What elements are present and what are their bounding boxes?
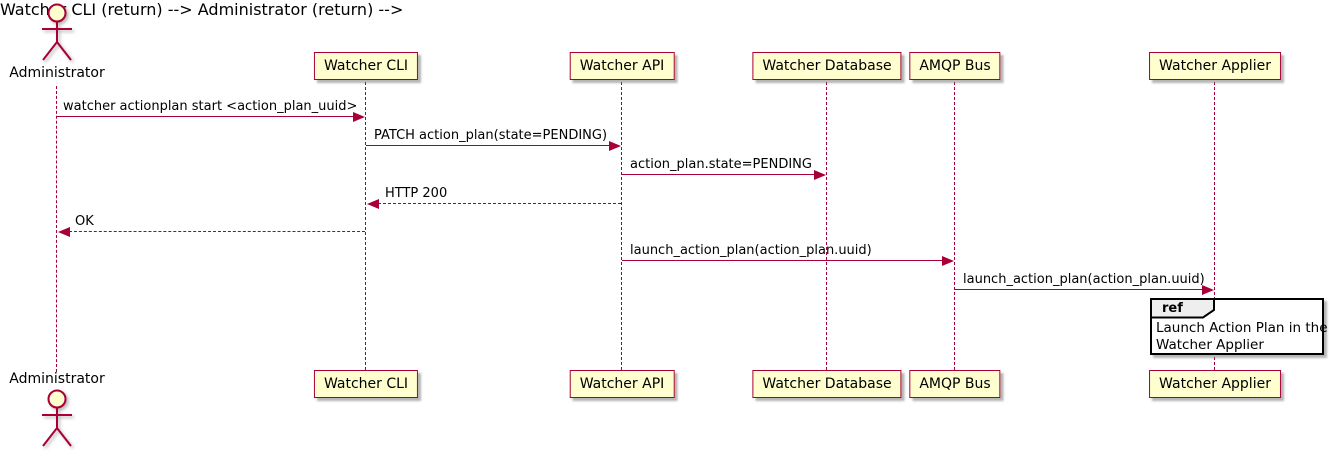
- ref-fragment: ref Launch Action Plan in the Watcher Ap…: [1150, 298, 1328, 355]
- message-label-7: launch_action_plan(action_plan.uuid): [963, 272, 1205, 287]
- arrowhead-5: [58, 227, 70, 237]
- actor-label-bottom: Administrator: [9, 371, 105, 387]
- lifeline-administrator: [56, 86, 57, 372]
- participant-amqp-bus-top: AMQP Bus: [909, 52, 1001, 80]
- message-label-5: OK: [75, 214, 94, 229]
- message-label-4: HTTP 200: [385, 186, 448, 201]
- arrowhead-3: [814, 170, 826, 180]
- arrowhead-4: [367, 199, 379, 209]
- message-line-1: [57, 116, 355, 117]
- message-label-6: launch_action_plan(action_plan.uuid): [630, 243, 872, 258]
- participant-watcher-api-bottom: Watcher API: [569, 370, 675, 398]
- participant-watcher-database-bottom: Watcher Database: [752, 370, 902, 398]
- lifeline-watcher-applier: [1214, 82, 1215, 370]
- participant-watcher-database-top: Watcher Database: [752, 52, 902, 80]
- participant-watcher-applier-bottom: Watcher Applier: [1149, 370, 1281, 398]
- actor-label-top: Administrator: [9, 65, 105, 81]
- ref-text: Launch Action Plan in the Watcher Applie…: [1156, 320, 1328, 354]
- message-line-5: [69, 231, 365, 232]
- ref-text-line-1: Launch Action Plan in the: [1156, 320, 1328, 336]
- message-label-2: PATCH action_plan(state=PENDING): [374, 128, 608, 143]
- participant-watcher-cli-top: Watcher CLI: [313, 52, 419, 80]
- participant-watcher-api-top: Watcher API: [569, 52, 675, 80]
- ref-text-line-2: Watcher Applier: [1156, 337, 1264, 353]
- arrowhead-2: [609, 141, 621, 151]
- lifeline-watcher-cli: [365, 82, 366, 370]
- message-label-3: action_plan.state=PENDING: [630, 157, 812, 172]
- lifeline-watcher-api: [621, 82, 622, 370]
- actor-icon-bottom: [42, 389, 72, 447]
- actor-icon: [42, 3, 72, 61]
- message-line-3: [622, 174, 816, 175]
- participant-watcher-cli-bottom: Watcher CLI: [313, 370, 419, 398]
- participant-amqp-bus-bottom: AMQP Bus: [909, 370, 1001, 398]
- message-line-4: [378, 203, 621, 204]
- message-label-1: watcher actionplan start <action_plan_uu…: [63, 99, 358, 114]
- message-line-6: [622, 260, 944, 261]
- arrowhead-7: [1202, 285, 1214, 295]
- ref-keyword: ref: [1162, 301, 1183, 316]
- message-line-7: [955, 289, 1204, 290]
- participant-watcher-applier-top: Watcher Applier: [1149, 52, 1281, 80]
- ref-tab: [1150, 298, 1215, 319]
- arrowhead-6: [942, 256, 954, 266]
- arrowhead-1: [353, 112, 365, 122]
- lifeline-amqp-bus: [954, 82, 955, 370]
- message-line-2: [366, 145, 611, 146]
- lifeline-watcher-database: [826, 82, 827, 370]
